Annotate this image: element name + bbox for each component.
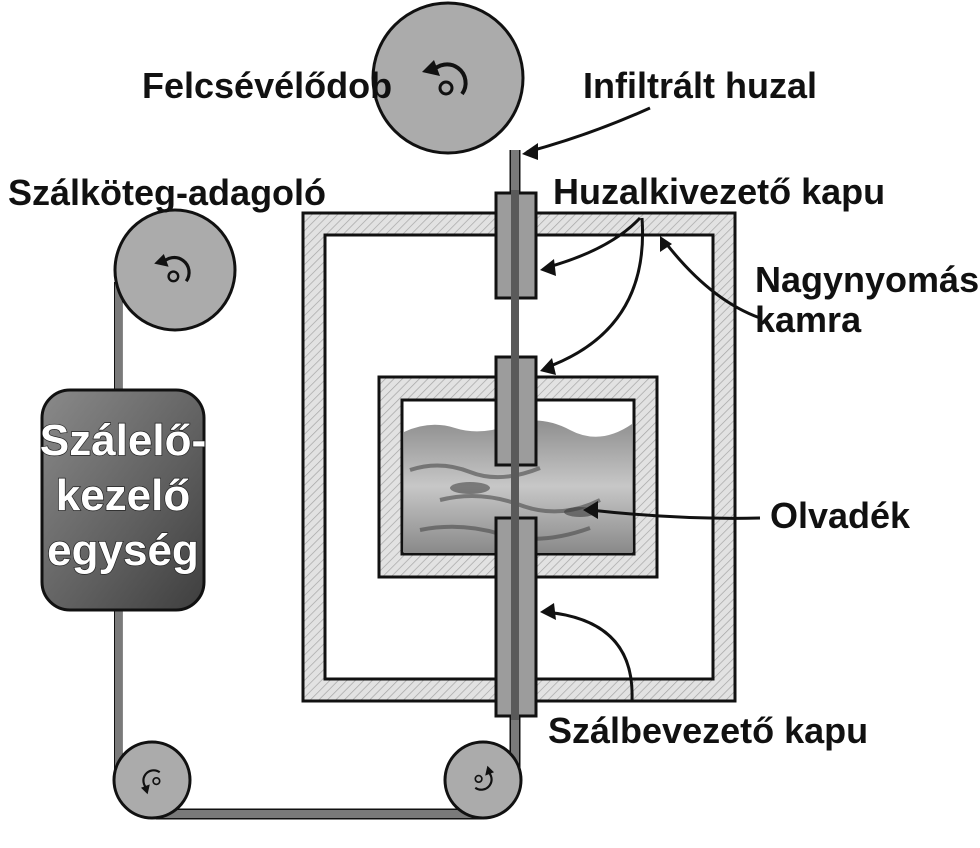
label-melt: Olvadék <box>770 495 911 536</box>
label-wire-exit-gate: Huzalkivezető kapu <box>553 171 885 212</box>
fiber-strand-bottom <box>156 810 482 818</box>
arrow-infiltrated-wire <box>526 106 651 154</box>
label-chamber-line2: kamra <box>755 299 862 340</box>
label-fiber-feeder: Szálköteg-adagoló <box>8 172 326 213</box>
rotation-arrow-icon <box>474 765 495 791</box>
label-infiltrated-wire: Infiltrált huzal <box>583 65 817 106</box>
label-fiber-entry-gate: Szálbevezető kapu <box>548 710 868 751</box>
guide-roller-left <box>112 740 192 820</box>
pretreatment-unit-line2: kezelő <box>56 471 191 520</box>
arrow-chamber <box>663 241 761 320</box>
pretreatment-unit-line3: egység <box>47 526 199 575</box>
guide-roller-right <box>443 740 523 820</box>
pretreatment-unit: Szálelő- kezelő egység <box>39 388 207 612</box>
leader-arrows <box>526 106 761 701</box>
arrowheads <box>522 143 672 620</box>
label-take-up-drum: Felcsévélődob <box>142 65 392 106</box>
pretreatment-unit-line1: Szálelő- <box>40 416 206 465</box>
take-up-drum <box>371 1 525 155</box>
arrow-wire-exit-gate-top <box>544 216 642 270</box>
arrow-melt <box>589 508 761 520</box>
label-chamber-line1: Nagynyomású <box>755 259 980 300</box>
wire-through-gates <box>511 190 519 720</box>
arrow-fiber-entry-gate <box>544 610 634 701</box>
rotation-arrow-icon <box>154 254 191 283</box>
fiber-feeder-roller <box>113 208 237 332</box>
rotation-arrow-icon <box>422 60 468 96</box>
arrow-wire-exit-gate-inner <box>544 217 645 370</box>
